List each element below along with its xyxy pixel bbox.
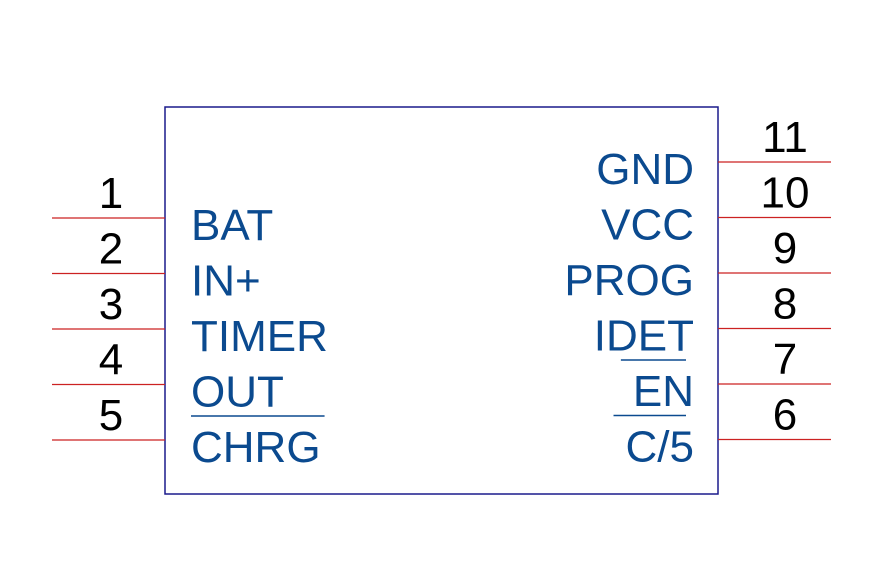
pin-label: IDET [594, 312, 694, 361]
pin-label: PROG [564, 256, 694, 305]
pin-label: C/5 [626, 423, 694, 472]
pin-label: OUT [191, 368, 284, 417]
pin-number: 4 [99, 336, 123, 385]
pin-number: 8 [773, 280, 797, 329]
pin-number: 11 [762, 113, 808, 162]
pin-label: VCC [601, 201, 694, 250]
pin-number: 10 [761, 169, 810, 218]
pin-label: BAT [191, 201, 273, 250]
pin-number: 2 [99, 225, 123, 274]
pin-label: CHRG [191, 423, 321, 472]
pin-label: IN+ [191, 257, 261, 306]
pin-number: 9 [773, 224, 797, 273]
pin-number: 3 [99, 280, 123, 329]
pin-label: TIMER [191, 312, 328, 361]
pin-number: 7 [773, 335, 797, 384]
pin-label: EN [633, 367, 694, 416]
pin-6: 6C/5 [613, 391, 831, 472]
pin-number: 6 [773, 391, 797, 440]
pin-number: 1 [99, 169, 123, 218]
pin-label: GND [596, 145, 694, 194]
ic-body [164, 106, 719, 495]
pin-2: 2IN+ [52, 225, 261, 306]
pin-7: 7EN [620, 335, 831, 416]
pin-number: 5 [99, 391, 123, 440]
